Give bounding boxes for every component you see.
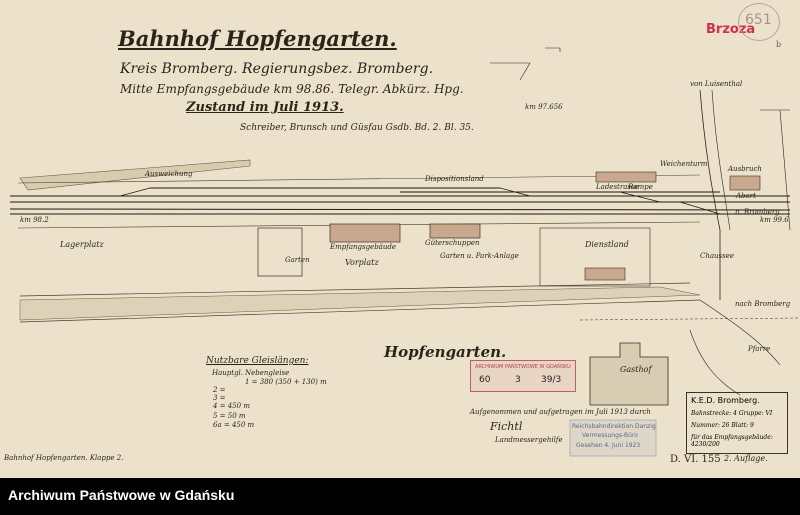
station-plan-drawing	[9, 47, 800, 457]
survey-signature: Fichtl	[490, 420, 523, 433]
label-abort: Abort	[736, 192, 756, 200]
label-lagerplatz: Lagerplatz	[60, 240, 104, 249]
ked-line-3: für das Empfangsgebäude: 4230/200	[691, 434, 773, 448]
catalog-circle: 651	[738, 3, 780, 41]
label-empfangsgebaeude: Empfangsgebäude	[330, 243, 396, 251]
district-line: Kreis Bromberg. Regierungsbez. Bromberg.	[120, 61, 434, 77]
track-row-4: 4 = 450 m	[213, 402, 250, 410]
label-von-luisenthal: von Luisenthal	[690, 80, 743, 88]
archive-stamp-field-3: 39/3	[541, 375, 562, 385]
label-garten-anlage: Garten u. Park-Anlage	[440, 252, 519, 260]
label-ausbruch: Ausbruch	[728, 165, 762, 173]
state-date-line: Zustand im Juli 1913.	[186, 100, 344, 115]
label-garten: Garten	[285, 256, 310, 264]
footer-left-note: Bahnhof Hopfengarten. Klappe 2.	[4, 454, 124, 462]
ked-header: K.E.D. Bromberg.	[691, 396, 760, 405]
label-dispositionsland: Dispositionsland	[425, 175, 484, 183]
plan-title: Bahnhof Hopfengarten.	[118, 26, 397, 51]
town-name: Hopfengarten.	[384, 343, 507, 361]
track-length-heading: Nutzbare Gleislängen:	[206, 356, 309, 366]
label-gueterschuppen: Güterschuppen	[425, 239, 480, 247]
catalog-number: D. VI. 155	[670, 454, 721, 465]
label-km-right: km 99.6	[760, 216, 789, 224]
label-rampe: Rampe	[628, 183, 653, 191]
track-extra-1: 5 = 50 m	[213, 412, 246, 420]
label-weichenturm: Weichenturm	[660, 160, 708, 168]
label-pfarre: Pfarre	[748, 345, 771, 353]
label-dienstland: Dienstland	[585, 240, 629, 249]
track-row-1: 1 = 380 (350 + 130) m	[245, 378, 327, 386]
label-ladestrasse: Ladestrasse	[596, 183, 639, 191]
archive-footer-bar: Archiwum Państwowe w Gdańsku	[0, 478, 800, 515]
track-col-main: Hauptgl.	[212, 369, 244, 377]
label-n-bromberg: n. Bromberg	[735, 208, 780, 216]
blue-stamp-line-2: Vermessungs-Büro	[582, 432, 638, 439]
archival-plan-sheet: Bahnhof Hopfengarten. Kreis Bromberg. Re…	[0, 0, 800, 478]
track-row-3: 3 =	[213, 394, 226, 402]
archive-stamp-header: ARCHIWUM PAŃSTWOWE W GDAŃSKU	[475, 364, 571, 370]
catalog-circle-number: 651	[745, 12, 772, 28]
archive-stamp-field-1: 60	[479, 375, 491, 385]
archive-name: Archiwum Państwowe w Gdańsku	[8, 487, 235, 503]
ked-line-1: Bahnstrecke: 4 Gruppe: VI	[691, 410, 773, 417]
track-extra-2: 6a = 450 m	[213, 421, 255, 429]
blue-stamp-line-1: Reichsbahndirektion Danzig	[572, 423, 656, 430]
label-ausweichung: Ausweichung	[145, 170, 193, 178]
track-row-2: 2 =	[213, 386, 226, 394]
corner-mark: b	[776, 40, 782, 49]
label-nach-bromberg: nach Bromberg	[735, 300, 791, 308]
route-note: km 97.656	[525, 103, 563, 111]
archive-stamp-field-2: 3	[515, 375, 521, 385]
survey-role: Landmessergehilfe	[495, 436, 563, 444]
survey-note: Aufgenommen und aufgetragen im Juli 1913…	[470, 408, 651, 416]
label-km-left: km 98.2	[20, 216, 49, 224]
label-gasthof: Gasthof	[620, 365, 652, 374]
scale-note: Schreiber, Brunsch und Güsfau Gsdb. Bd. …	[240, 123, 474, 133]
label-chaussee: Chaussee	[700, 252, 735, 260]
archive-stamp: ARCHIWUM PAŃSTWOWE W GDAŃSKU 60 3 39/3	[470, 360, 576, 392]
label-vorplatz: Vorplatz	[345, 258, 379, 267]
ked-line-2: Nummer: 26 Blatt: 9	[691, 422, 754, 429]
reference-line: Mitte Empfangsgebäude km 98.86. Telegr. …	[120, 82, 464, 96]
blue-stamp-line-3: Gesehen 4. Juni 1923	[576, 442, 641, 449]
track-col-side: Nebengleise	[245, 369, 290, 377]
ked-bromberg-box: K.E.D. Bromberg. Bahnstrecke: 4 Gruppe: …	[686, 392, 788, 454]
edition-note: 2. Auflage.	[724, 454, 768, 463]
